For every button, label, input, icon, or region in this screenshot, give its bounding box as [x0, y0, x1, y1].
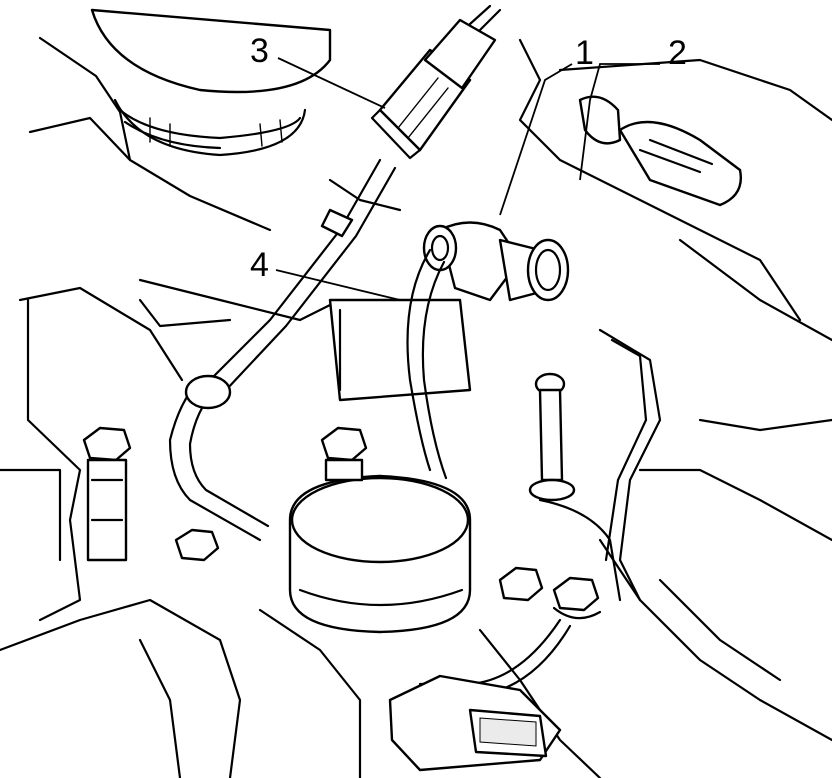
callout-labels: 1 2 3 4 [250, 32, 687, 284]
leader-3 [277, 57, 386, 109]
callout-1: 1 [575, 34, 594, 72]
callout-2: 2 [668, 34, 687, 72]
bolt-lower-left [174, 528, 220, 562]
stud-and-bracket [528, 328, 662, 602]
leader-1 [499, 63, 573, 216]
mounting-bolts [82, 426, 602, 620]
leader-4 [275, 269, 401, 301]
sensor-connector [578, 95, 742, 207]
leader-2 [579, 63, 660, 181]
bolt-lower-right-a [498, 566, 544, 602]
electrical-connector [370, 4, 502, 160]
bolt-left [82, 426, 132, 562]
filler-cap [90, 8, 332, 157]
bolt-center [320, 426, 368, 482]
bolt-lower-right-b [552, 576, 602, 620]
wire-harness [388, 618, 572, 772]
fuel-lines [168, 158, 448, 542]
leader-lines [275, 57, 660, 301]
filter-canister [288, 474, 472, 634]
engine-housing-outline [0, 36, 832, 778]
callout-4: 4 [250, 246, 269, 284]
fuel-line-fitting [422, 221, 570, 302]
line-bracket [328, 298, 472, 402]
callout-3: 3 [250, 32, 269, 70]
